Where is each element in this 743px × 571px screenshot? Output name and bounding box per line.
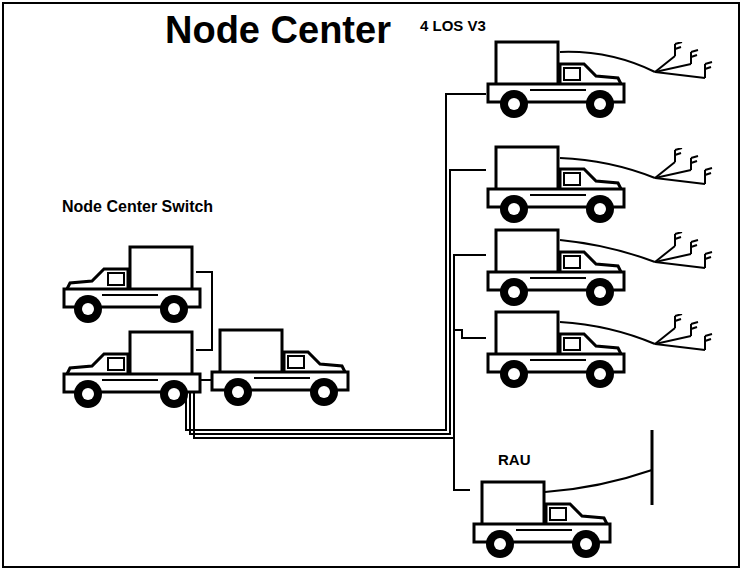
group-label: RAU: [498, 452, 531, 469]
frame: [3, 3, 739, 567]
group-label: Node Center Switch: [62, 198, 213, 216]
rau-vehicle: [474, 430, 652, 558]
switch-vehicles: [64, 247, 348, 408]
cables: [186, 94, 486, 490]
los-antennas: [655, 42, 712, 350]
antenna-feeds: [560, 52, 655, 344]
group-label: 4 LOS V3: [420, 18, 486, 35]
diagram-title: Node Center: [165, 10, 391, 52]
los-vehicles: [488, 42, 624, 388]
